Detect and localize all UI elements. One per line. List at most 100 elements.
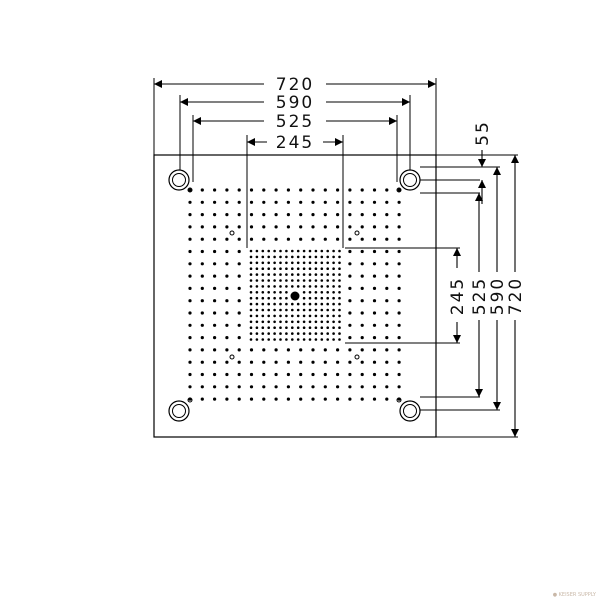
nozzle-dot	[188, 188, 192, 192]
nozzle-dot	[274, 360, 278, 364]
inner-nozzle-dot	[296, 326, 300, 330]
inner-nozzle-dot	[320, 273, 324, 276]
inner-nozzle-dot	[267, 273, 271, 276]
inner-nozzle-dot	[249, 320, 253, 324]
nozzle-dot	[262, 348, 266, 352]
inner-nozzle-dot	[332, 255, 335, 259]
nozzle-dot	[225, 286, 229, 290]
nozzle-dot	[397, 299, 401, 303]
inner-nozzle-dot	[279, 314, 282, 318]
inner-nozzle-dot	[261, 273, 265, 276]
inner-nozzle-dot	[279, 320, 282, 324]
inner-nozzle-dot	[285, 279, 288, 282]
nozzle-dot	[262, 385, 266, 389]
inner-nozzle-dot	[267, 302, 271, 306]
nozzle-dot	[323, 348, 327, 352]
nozzle-dot	[311, 213, 315, 217]
nozzle-dot	[262, 225, 266, 229]
nozzle-dot	[225, 397, 229, 401]
screw-holes	[187, 187, 402, 403]
inner-nozzle-dot	[249, 261, 253, 265]
inner-nozzle-dot	[285, 320, 288, 324]
nozzle-dot	[262, 360, 266, 364]
inner-nozzle-dot	[302, 291, 306, 294]
center-nozzle	[290, 291, 300, 301]
inner-nozzle-dot	[296, 332, 300, 335]
nozzle-dot	[188, 200, 192, 204]
nozzle-dot	[385, 348, 389, 352]
inner-nozzle-dot	[326, 279, 330, 282]
nozzle-dot	[274, 213, 278, 217]
nozzle-dot	[286, 348, 290, 352]
inner-nozzle-dot	[332, 285, 335, 288]
inner-nozzle-dot	[338, 338, 341, 341]
nozzle-dot	[274, 348, 278, 352]
nozzle-dot	[323, 188, 327, 192]
nozzle-dot	[360, 188, 364, 192]
dim-label-245-vertical: 245	[448, 277, 468, 315]
nozzle-dot	[336, 188, 340, 192]
extension-lines	[153, 78, 518, 438]
nozzle-dot	[299, 237, 303, 241]
inner-nozzle-dot	[326, 249, 330, 253]
nozzle-dot	[213, 237, 217, 241]
nozzle-dot	[225, 237, 229, 241]
nozzle-dot	[311, 348, 315, 352]
inner-nozzle-dot	[320, 302, 324, 306]
nozzle-dot	[323, 200, 327, 204]
nozzle-dot	[225, 249, 229, 254]
nozzle-dot	[249, 200, 254, 204]
inner-nozzle-dot	[296, 320, 300, 324]
nozzle-dot	[336, 213, 340, 217]
nozzle-dot	[225, 262, 229, 266]
inner-nozzle-dot	[314, 279, 318, 282]
inner-nozzle-dot	[267, 267, 271, 271]
inner-nozzle-dot	[255, 279, 259, 282]
inner-nozzle-dot	[291, 308, 294, 312]
inner-nozzle-dot	[291, 285, 294, 288]
nozzle-dot	[213, 299, 217, 303]
nozzle-dot	[385, 286, 389, 290]
nozzle-dot	[249, 213, 254, 217]
nozzle-dot	[200, 237, 204, 241]
inner-nozzle-dot	[255, 326, 259, 330]
inner-nozzle-dot	[338, 267, 341, 271]
inner-nozzle-dot	[332, 291, 335, 294]
nozzle-dot	[188, 323, 192, 327]
dim-label-590-horizontal: 590	[276, 93, 314, 113]
nozzle-dot	[385, 213, 389, 217]
nozzle-dot	[348, 286, 352, 290]
inner-nozzle-dot	[302, 273, 306, 276]
inner-nozzle-dot	[273, 291, 276, 294]
inner-nozzle-dot	[338, 291, 341, 294]
inner-nozzle-dot	[332, 326, 335, 330]
inner-nozzle-dot	[261, 308, 265, 312]
nozzle-dot	[249, 397, 254, 401]
nozzle-dot	[274, 397, 278, 401]
inner-nozzle-dot	[338, 308, 341, 312]
inner-nozzle-dot	[314, 314, 318, 318]
inner-nozzle-dot	[249, 314, 253, 318]
inner-nozzle-dot	[338, 332, 341, 335]
inner-nozzle-dot	[255, 296, 259, 300]
inner-nozzle-dot	[261, 332, 265, 335]
nozzle-dot	[323, 360, 327, 364]
inner-nozzle-dot	[308, 302, 312, 306]
inner-nozzle-dot	[338, 296, 341, 300]
inner-nozzle-dot	[338, 249, 341, 253]
nozzle-dot	[385, 274, 389, 278]
nozzle-dot	[397, 323, 401, 327]
nozzle-dot	[336, 237, 340, 241]
nozzle-dot	[213, 311, 217, 315]
nozzle-dot	[286, 385, 290, 389]
inner-nozzle-dot	[255, 302, 259, 306]
nozzle-dot	[237, 213, 241, 217]
inner-nozzle-dot	[291, 326, 294, 330]
inner-nozzle-dot	[273, 308, 276, 312]
nozzle-dot	[200, 299, 204, 303]
nozzle-dot	[372, 213, 377, 217]
inner-nozzle-dot	[296, 273, 300, 276]
inner-nozzle-dot	[291, 273, 294, 276]
inner-nozzle-dot	[332, 279, 335, 282]
nozzle-dot	[360, 225, 364, 229]
